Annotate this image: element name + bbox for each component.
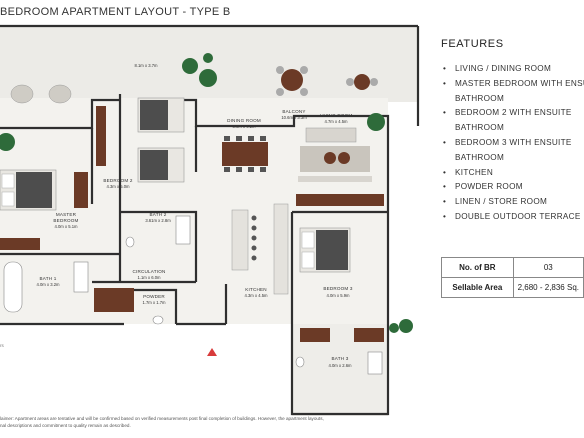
bath2-dim: 3.61m x 2.8m (145, 218, 171, 223)
table-row: No. of BR 03 (441, 257, 584, 278)
powder-label: POWDER (143, 294, 165, 299)
bed-bedroom2-b (137, 147, 185, 183)
balcony-table (276, 66, 378, 96)
living-furniture (298, 127, 372, 182)
feature-item: BEDROOM 3 WITH ENSUITE (441, 136, 584, 151)
powder-dim: 1.7m x 1.7m (142, 300, 166, 305)
disclaimer: laimer: Apartment areas are tentative an… (0, 415, 430, 429)
feature-item: MASTER BEDROOM WITH ENSUITE (441, 77, 584, 92)
bath3-label: BATH 3 (332, 356, 349, 361)
dining-dim: 3.9m x 4.2m (232, 124, 256, 129)
living-label: LIVING ROOM (320, 113, 353, 118)
bed-bedroom2-a (137, 97, 185, 133)
feature-item-cont: BATHROOM (455, 93, 505, 103)
balcony-label: BALCONY (282, 109, 305, 114)
feature-item: KITCHEN (441, 166, 584, 181)
br-table: No. of BR 03 Sellable Area 2,680 - 2,836… (441, 257, 584, 298)
features-list: LIVING / DINING ROOM MASTER BEDROOM WITH… (441, 62, 584, 225)
master-dim: 4.0m x 5.1m (54, 224, 78, 229)
feature-item: POWDER ROOM (441, 180, 584, 195)
br-count-value: 03 (512, 257, 584, 278)
kitchen-label: KITCHEN (245, 287, 267, 292)
bedroom2-dim: 4.3m x 5.0m (106, 184, 130, 189)
kitchen-dim: 4.3m x 4.5m (244, 293, 268, 298)
master-label-2: BEDROOM (53, 218, 78, 223)
floor-plan: 8.1m x 3.7m BALCONY 10.6m x 3.3m DINING … (0, 24, 420, 416)
feature-item: LINEN / STORE ROOM (441, 195, 584, 210)
br-count-label: No. of BR (441, 257, 514, 278)
disclaimer-line-2: nal descriptions and commitment to quali… (0, 423, 131, 428)
wood-panels (0, 106, 384, 342)
plants (0, 53, 413, 333)
page-title: BEDROOM APARTMENT LAYOUT - TYPE B (0, 6, 231, 18)
bath1-dim: 4.0m x 3.2m (36, 282, 60, 287)
bath3-dim: 4.0m x 2.6m (328, 363, 352, 368)
feature-item-cont: BATHROOM (455, 152, 505, 162)
dining-label: DINING ROOM (227, 118, 261, 123)
balcony-dim: 10.6m x 3.3m (281, 115, 307, 120)
bed-bedroom3 (299, 227, 351, 273)
bedroom3-label: BEDROOM 3 (323, 286, 353, 291)
terrace-dim: 8.1m x 3.7m (134, 63, 158, 68)
feature-item: LIVING / DINING ROOM (441, 62, 584, 77)
feature-item: DOUBLE OUTDOOR TERRACE (441, 210, 584, 225)
bedroom2-label: BEDROOM 2 (103, 178, 133, 183)
master-label-1: MASTER (56, 212, 77, 217)
bath1-label: BATH 1 (40, 276, 57, 281)
bedroom3-dim: 4.0m x 5.9m (326, 293, 350, 298)
dining-table (222, 136, 268, 172)
features-heading: FEATURES (441, 38, 504, 50)
circulation-label: CIRCULATION (133, 269, 166, 274)
kitchen-island (231, 203, 289, 295)
living-dim: 4.7m x 4.5m (324, 119, 348, 124)
sellable-area-value: 2,680 - 2,836 Sq. (512, 277, 584, 298)
feature-item: BEDROOM 2 WITH ENSUITE (441, 106, 584, 121)
table-row: Sellable Area 2,680 - 2,836 Sq. (441, 277, 584, 298)
bath2-label: BATH 2 (150, 212, 167, 217)
feature-item-cont: BATHROOM (455, 123, 505, 133)
bath-fixtures (3, 215, 383, 375)
entry-arrow-icon (207, 348, 217, 356)
walls (0, 24, 420, 416)
bed-master (0, 169, 57, 211)
terrace-loungers (10, 84, 72, 104)
disclaimer-line-1: laimer: Apartment areas are tentative an… (0, 416, 324, 421)
circulation-dim: 1.1m x 6.0m (137, 275, 161, 280)
sellable-area-label: Sellable Area (441, 277, 514, 298)
small-note: rs (0, 343, 4, 348)
